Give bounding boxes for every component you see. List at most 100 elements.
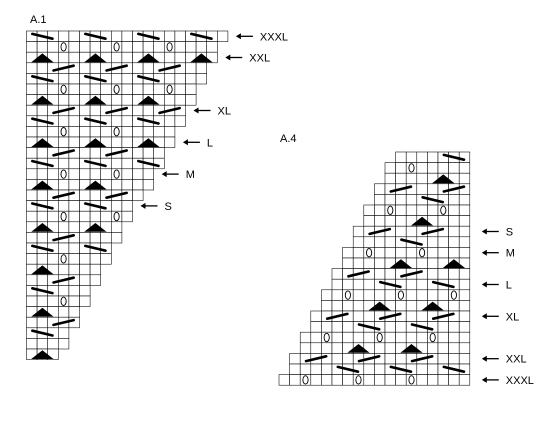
chart-cell <box>79 83 91 95</box>
cable-slash-symbol <box>158 106 181 115</box>
cable-slash-symbol <box>190 32 213 41</box>
cable-slash-symbol <box>421 227 445 236</box>
chart-cell <box>36 83 48 95</box>
chart-cell <box>58 306 70 318</box>
chart-cell <box>448 236 460 248</box>
chart-row <box>26 253 112 265</box>
chart-cell <box>132 104 144 117</box>
arrow-left-icon <box>182 139 188 146</box>
chart-cell <box>416 278 428 291</box>
chart-cell <box>68 221 80 233</box>
chart-cell <box>111 94 123 106</box>
chart-cell <box>195 62 207 74</box>
chart-cell <box>331 331 343 344</box>
chart-cell <box>448 342 460 354</box>
chart-cell <box>26 274 38 286</box>
chart-cell <box>58 242 70 254</box>
decrease-triangle-symbol <box>347 344 370 353</box>
chart-cell <box>363 225 375 238</box>
chart-cell <box>427 236 439 248</box>
size-marker-m: M <box>481 248 515 260</box>
chart-cell <box>342 374 354 386</box>
chart-cell <box>142 126 154 138</box>
chart-cell <box>26 316 38 329</box>
chart-row <box>374 194 471 206</box>
chart-cell <box>374 363 386 375</box>
size-label: M <box>506 248 515 260</box>
chart-cell <box>437 215 449 227</box>
chart-cell <box>395 321 407 333</box>
chart-cell <box>121 168 133 180</box>
chart-cell <box>352 300 365 312</box>
decrease-triangle-symbol <box>31 265 54 275</box>
chart-cell <box>26 242 38 254</box>
size-label: L <box>207 137 213 149</box>
chart-cell <box>448 247 460 259</box>
chart-cell <box>405 172 418 185</box>
chart-cell <box>342 278 354 291</box>
chart-cell <box>384 194 396 206</box>
chart-cell <box>121 104 133 117</box>
chart-cell <box>79 73 91 85</box>
yarn-over-oval-symbol <box>387 205 394 215</box>
cable-slash-symbol <box>378 312 402 321</box>
yarn-over-oval-symbol <box>60 254 67 264</box>
chart-cell <box>458 310 471 322</box>
chart-cell <box>310 310 322 322</box>
yarn-over-oval-symbol <box>60 84 67 94</box>
chart-cell <box>416 310 428 322</box>
chart-cell <box>36 41 48 53</box>
chart-cell <box>89 232 101 244</box>
chart-cell <box>458 331 471 344</box>
chart-cell <box>100 242 112 254</box>
chart-cell <box>36 253 48 265</box>
chart-cell <box>111 179 123 191</box>
chart-cell <box>68 30 80 42</box>
chart-cell <box>174 83 186 95</box>
chart-cell <box>153 147 165 159</box>
chart-cell <box>26 168 38 180</box>
chart-cell <box>174 73 186 85</box>
cable-slash-symbol <box>31 244 54 252</box>
chart-cell <box>36 62 48 74</box>
chart-cell <box>384 268 396 280</box>
cable-slash-symbol <box>431 280 455 289</box>
cable-slash-symbol <box>389 365 413 374</box>
chart-cell <box>331 353 343 365</box>
chart-cell <box>100 104 112 117</box>
chart-row <box>26 285 91 297</box>
chart-cell <box>132 115 144 127</box>
yarn-over-oval-symbol <box>440 205 447 215</box>
chart-cell <box>384 321 396 333</box>
chart-cell <box>89 274 101 286</box>
chart-cell <box>310 331 322 344</box>
chart-cell <box>374 289 386 301</box>
chart-cell <box>374 321 386 333</box>
decrease-triangle-symbol <box>31 95 54 105</box>
chart-cell <box>79 285 91 297</box>
chart-cell <box>352 353 365 365</box>
chart-cell <box>164 136 176 148</box>
yarn-over-oval-symbol <box>408 163 415 173</box>
chart-cell <box>437 151 449 163</box>
chart-cell <box>68 189 80 201</box>
chart-cell <box>384 363 396 375</box>
chart-cell <box>321 300 333 312</box>
chart-cell <box>153 62 165 74</box>
chart-cell <box>111 232 123 244</box>
chart-cell <box>79 147 91 159</box>
chart-cell <box>142 83 154 95</box>
chart-cell <box>132 126 144 138</box>
chart-cell <box>121 157 133 170</box>
chart-cell <box>68 51 80 64</box>
chart-cell <box>352 289 365 301</box>
arrow-left-icon <box>481 281 487 288</box>
chart-cell <box>416 331 428 344</box>
chart-cell <box>58 30 70 42</box>
decrease-triangle-symbol <box>31 180 54 190</box>
chart-cell <box>374 247 386 259</box>
chart-cell <box>395 331 407 344</box>
chart-row <box>26 73 207 85</box>
chart-cell <box>79 168 91 180</box>
